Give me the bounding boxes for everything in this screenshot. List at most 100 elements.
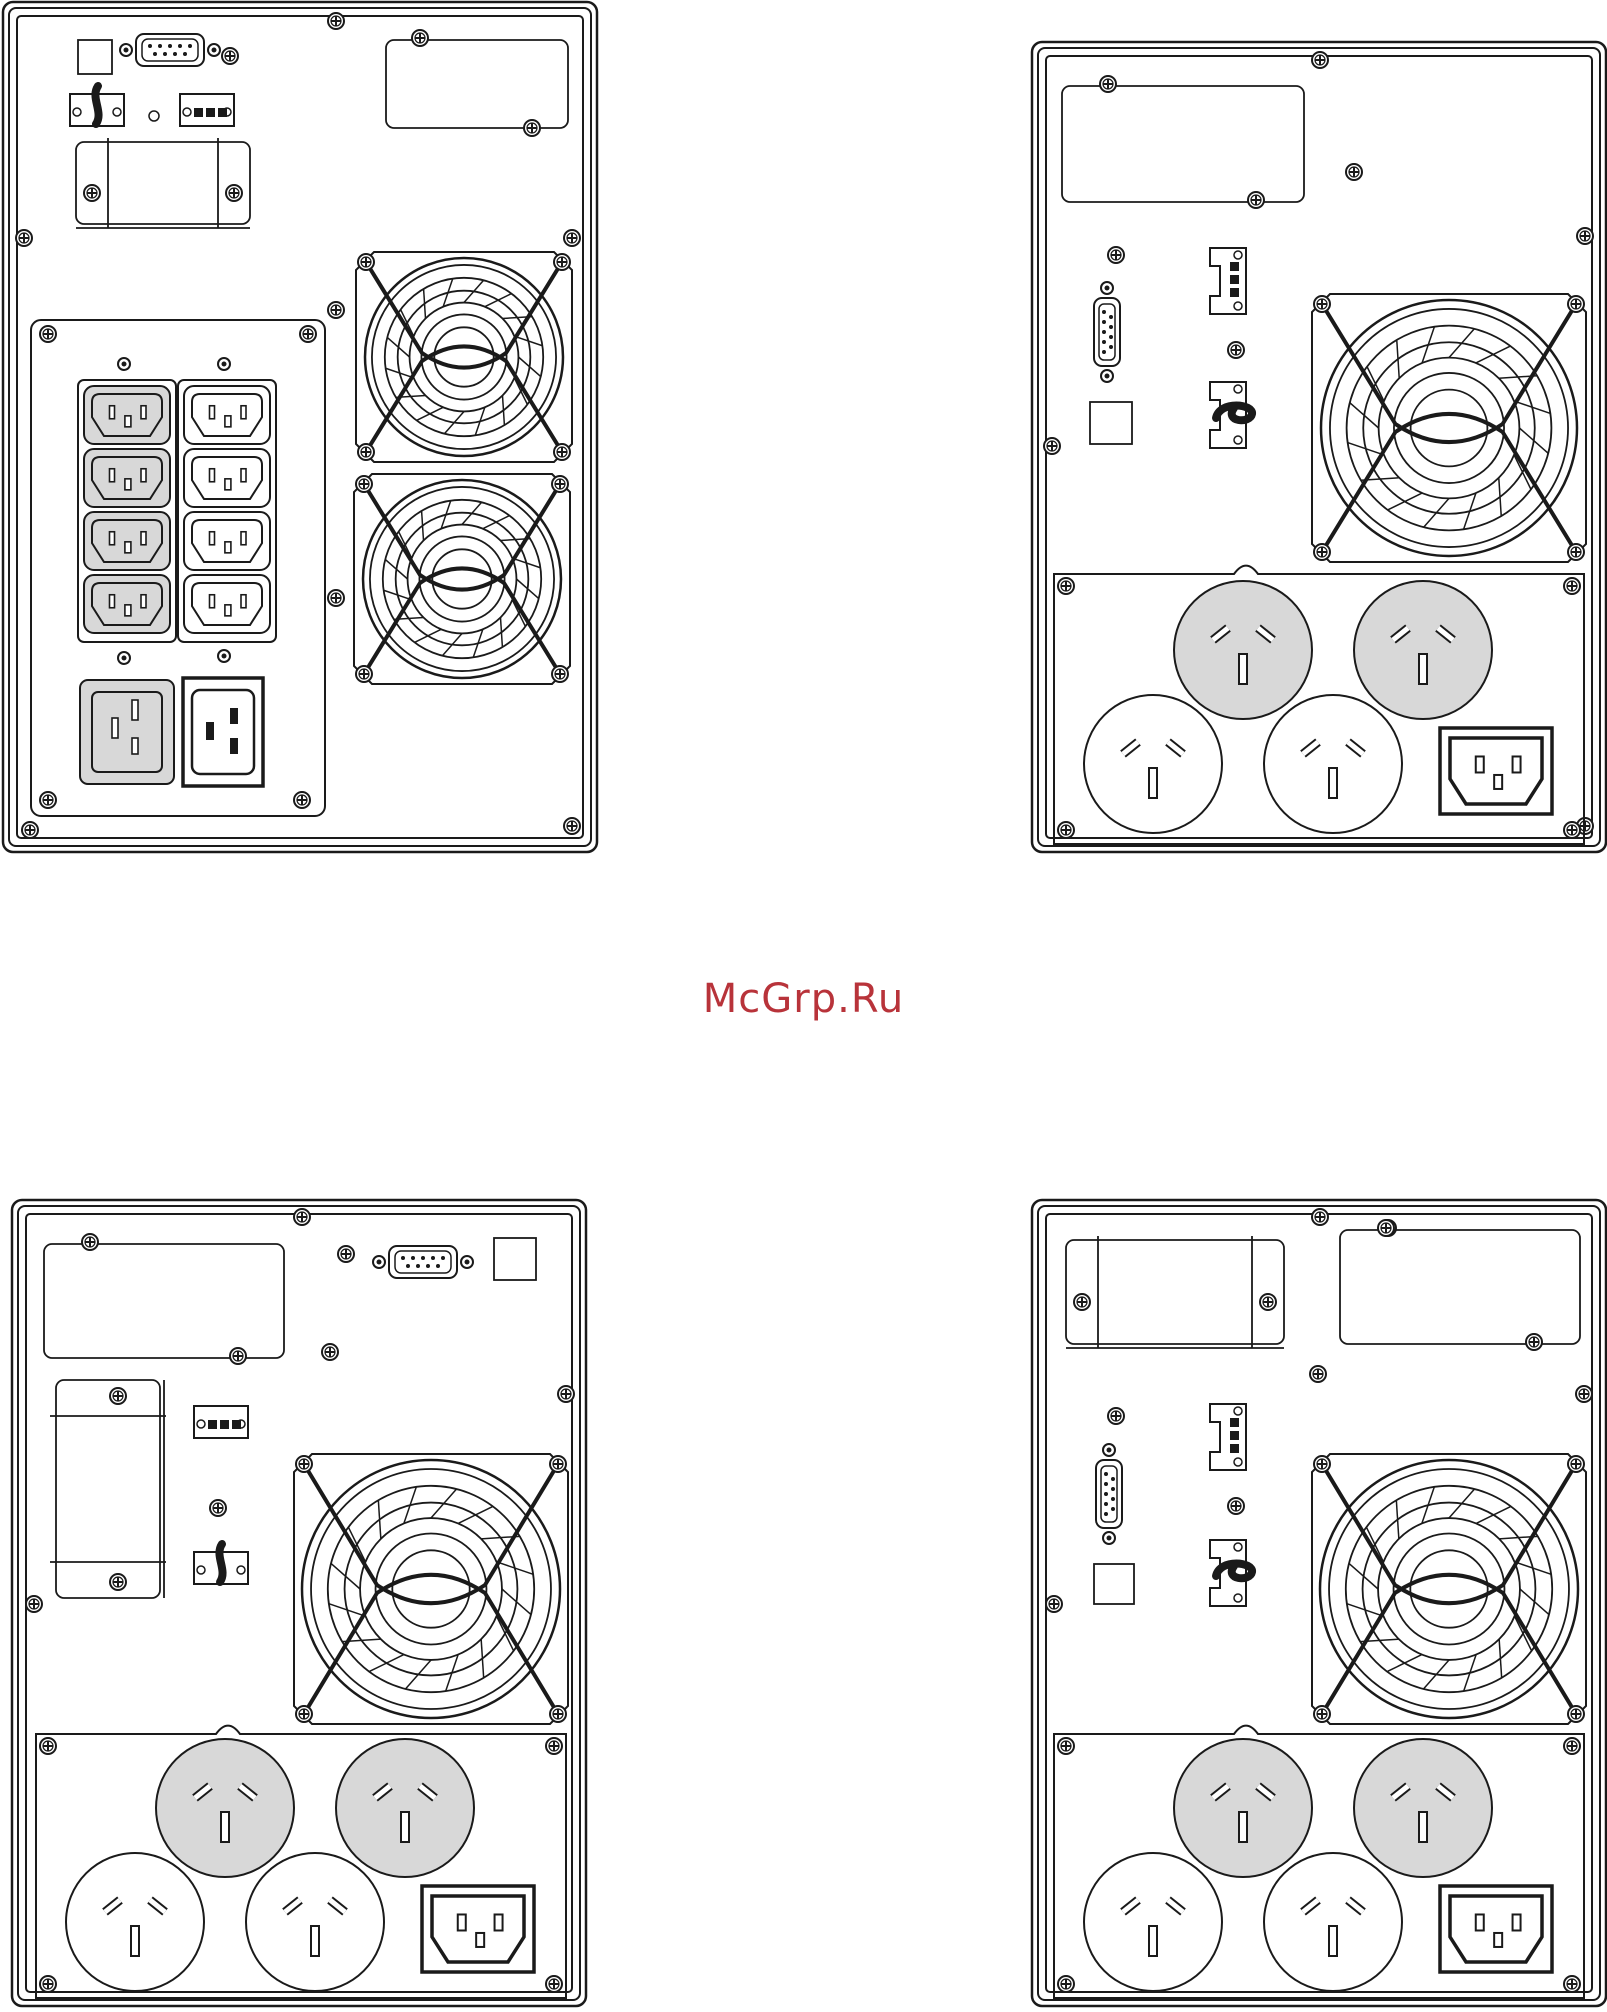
iec-c13-outlet — [183, 448, 271, 508]
screw-cross — [1315, 55, 1325, 65]
db9-pin — [441, 1256, 445, 1260]
fan-blade — [499, 617, 504, 648]
c13-slot — [240, 467, 247, 483]
screw-cross — [1567, 581, 1577, 591]
terminal-screw — [222, 107, 232, 117]
au-pin-slot-inner — [373, 1784, 392, 1800]
fan-guard-ring — [433, 326, 495, 388]
inlet-pin — [1511, 1913, 1522, 1932]
screw — [545, 1975, 563, 1993]
screw-cross — [1571, 1459, 1581, 1469]
screw — [549, 1705, 567, 1723]
mount-hole — [1100, 369, 1114, 383]
screw-cross — [1349, 167, 1359, 177]
rear-panel-top-right — [1030, 40, 1607, 854]
db9-pin — [1102, 350, 1106, 354]
screw-cross — [229, 188, 239, 198]
fan-wire-bottom — [1320, 411, 1578, 554]
screw-cross — [1231, 1501, 1241, 1511]
au-earth-slot — [400, 1811, 410, 1843]
fan-guard-ring — [431, 548, 493, 610]
terminal-screw — [1233, 301, 1243, 311]
fan-blade — [1348, 1562, 1379, 1590]
screw-cross — [225, 51, 235, 61]
c13-face — [191, 582, 263, 626]
fan-frame — [1311, 1453, 1587, 1725]
au-pin-slot-inner — [148, 1898, 167, 1914]
fan-wire-top — [364, 260, 564, 370]
db9-pin — [416, 1264, 420, 1268]
chassis-inner — [1037, 1205, 1601, 2001]
db9-pin — [173, 52, 177, 56]
fan-wire-top — [362, 482, 562, 592]
epo-connector — [193, 1540, 249, 1586]
screw-cross — [1579, 1389, 1589, 1399]
fan-blade — [517, 356, 542, 378]
epo-connector — [1209, 381, 1256, 449]
screw — [1107, 1407, 1125, 1425]
fan-guard-ring — [326, 1484, 536, 1694]
au-outlet-socket — [1353, 580, 1493, 720]
screw — [1563, 1975, 1581, 1993]
au-pin-slot-inner — [1346, 740, 1365, 756]
fan-blade — [403, 1486, 418, 1524]
screw — [1107, 246, 1125, 264]
screw-cross — [299, 1709, 309, 1719]
db9-pin — [178, 44, 182, 48]
screw-cross — [1567, 1979, 1577, 1989]
screw-cross — [1263, 1297, 1273, 1307]
cooling-fan — [353, 473, 571, 685]
au-socket-face — [1173, 580, 1313, 720]
inlet-earth-pin — [475, 1931, 486, 1948]
snmp-slot-cover — [1339, 1229, 1581, 1345]
fan-wire-bottom — [364, 344, 564, 454]
iec-c13-outlet — [183, 574, 271, 634]
screw — [1567, 1455, 1585, 1473]
c13-slot — [140, 530, 147, 546]
screw — [299, 325, 317, 343]
terminal-screw — [1233, 1457, 1243, 1467]
c13-earth — [124, 415, 132, 428]
fan-blade — [1475, 1505, 1512, 1525]
screw-cross — [1061, 825, 1071, 835]
fan-guard-ring — [1345, 324, 1553, 532]
inlet-pin — [1511, 755, 1522, 774]
screw-cross — [25, 825, 35, 835]
au-pin-slot-inner — [1301, 1898, 1320, 1914]
fan-frame — [353, 473, 571, 685]
db9-shell — [135, 33, 205, 67]
terminal-pin — [1230, 262, 1239, 271]
epo-jumper-wire — [1212, 401, 1256, 425]
mount-hole — [1102, 1443, 1116, 1457]
au-pin-slot-inner — [1121, 740, 1140, 756]
fan-guard-ring — [418, 535, 506, 623]
mount-hole-inner — [1106, 1535, 1112, 1541]
fan-guard-ring — [1344, 1484, 1554, 1694]
snmp-slot-bracket — [1065, 1236, 1285, 1349]
screw — [1073, 1293, 1091, 1311]
fan-guard-ring — [374, 1532, 488, 1646]
chassis-outer — [1030, 40, 1607, 854]
fan-blade — [1366, 366, 1385, 402]
fan-guard-ring — [369, 486, 555, 672]
bracket-cover — [55, 1379, 161, 1599]
screw — [1313, 1455, 1331, 1473]
epo-screw — [196, 1565, 206, 1575]
au-socket-face — [335, 1738, 475, 1878]
bracket-rails — [1066, 1236, 1284, 1349]
au-pin-slot-inner — [1211, 1784, 1230, 1800]
fan-blade — [404, 1659, 432, 1690]
iec-c14-inlet — [420, 1884, 536, 1974]
outlet-bank-noncritical — [177, 379, 277, 643]
screw — [109, 1573, 127, 1591]
screw — [1045, 1595, 1063, 1613]
db9-pin — [1111, 1477, 1115, 1481]
fan-blade — [1349, 402, 1380, 429]
au-outlet-socket — [335, 1738, 475, 1878]
db9-pin — [1104, 1502, 1108, 1506]
au-pin-slot-inner — [1391, 626, 1410, 642]
screw-cross — [1580, 231, 1590, 241]
db9-pin — [1102, 310, 1106, 314]
screw — [1057, 821, 1075, 839]
screw-cross — [325, 1347, 335, 1357]
